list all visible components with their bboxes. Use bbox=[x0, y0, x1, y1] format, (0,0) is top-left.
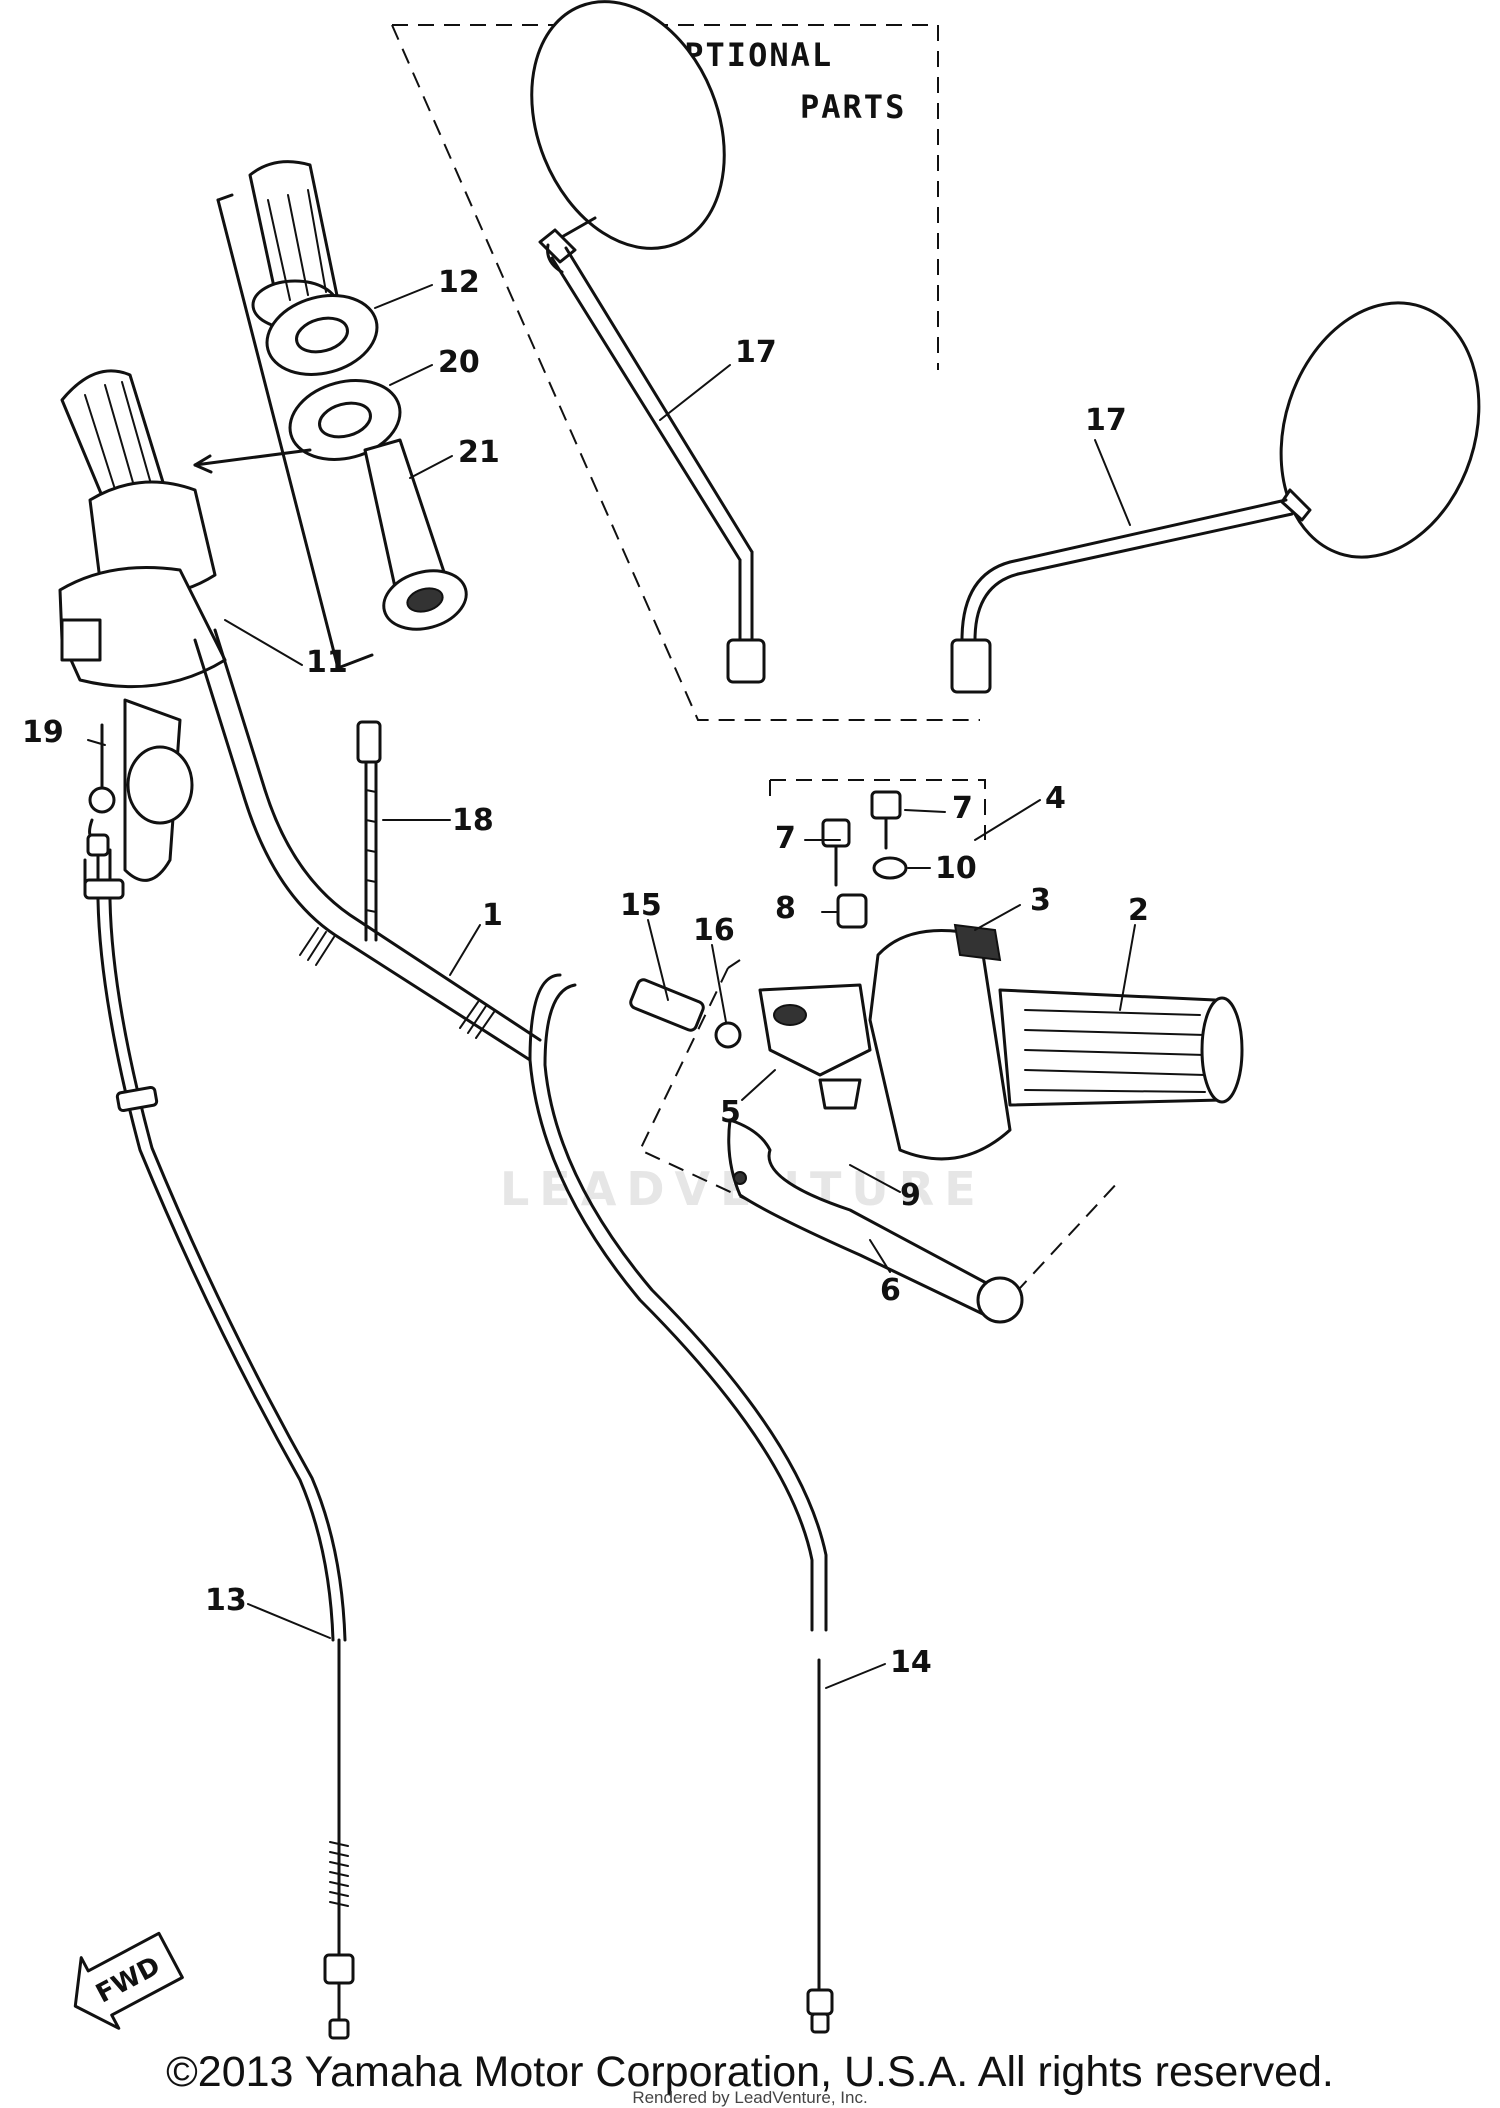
right-switch-and-grip bbox=[868, 923, 1244, 1161]
label-19: 19 bbox=[22, 715, 64, 750]
forward-arrow: FWD bbox=[73, 1931, 184, 2030]
label-13: 13 bbox=[205, 1583, 247, 1618]
clutch-holder bbox=[638, 779, 1121, 1317]
label-1: 1 bbox=[482, 898, 503, 933]
label-17-right: 17 bbox=[1085, 403, 1127, 438]
clutch-cable bbox=[528, 973, 834, 2034]
rendered-by-credit: Rendered by LeadVenture, Inc. bbox=[632, 2088, 868, 2107]
label-21: 21 bbox=[458, 435, 500, 470]
label-11: 11 bbox=[306, 645, 348, 680]
leader-lines bbox=[87, 284, 1136, 1689]
parts-label: PARTS bbox=[800, 88, 906, 126]
label-17-left: 17 bbox=[735, 335, 777, 370]
throttle-cable bbox=[83, 818, 355, 2040]
label-16: 16 bbox=[693, 913, 735, 948]
label-18: 18 bbox=[452, 803, 494, 838]
label-9: 9 bbox=[900, 1178, 921, 1213]
clutch-lever bbox=[727, 1118, 1024, 1324]
label-10: 10 bbox=[935, 851, 977, 886]
throttle-assembly bbox=[58, 369, 227, 882]
part-number-labels: 12 20 21 11 17 17 18 19 1 2 3 4 7 7 10 8… bbox=[22, 265, 1149, 1680]
mirror-right bbox=[950, 301, 1481, 694]
mirror-left bbox=[530, 0, 766, 684]
label-12: 12 bbox=[438, 265, 480, 300]
label-20: 20 bbox=[438, 345, 480, 380]
cable-tie bbox=[356, 720, 382, 942]
label-8: 8 bbox=[775, 891, 796, 926]
label-4: 4 bbox=[1045, 781, 1066, 816]
label-7-left: 7 bbox=[775, 821, 796, 856]
label-5: 5 bbox=[720, 1095, 741, 1130]
label-7-right: 7 bbox=[952, 791, 973, 826]
exploded-grip-box bbox=[193, 160, 468, 670]
label-14: 14 bbox=[890, 1645, 932, 1680]
copyright-notice: ©2013 Yamaha Motor Corporation, U.S.A. A… bbox=[166, 2048, 1334, 2096]
label-3: 3 bbox=[1030, 883, 1051, 918]
cable-adjuster bbox=[629, 978, 742, 1049]
label-6: 6 bbox=[880, 1273, 901, 1308]
bolt bbox=[88, 723, 116, 814]
handlebar bbox=[193, 628, 542, 1062]
label-2: 2 bbox=[1128, 893, 1149, 928]
label-15: 15 bbox=[620, 888, 662, 923]
